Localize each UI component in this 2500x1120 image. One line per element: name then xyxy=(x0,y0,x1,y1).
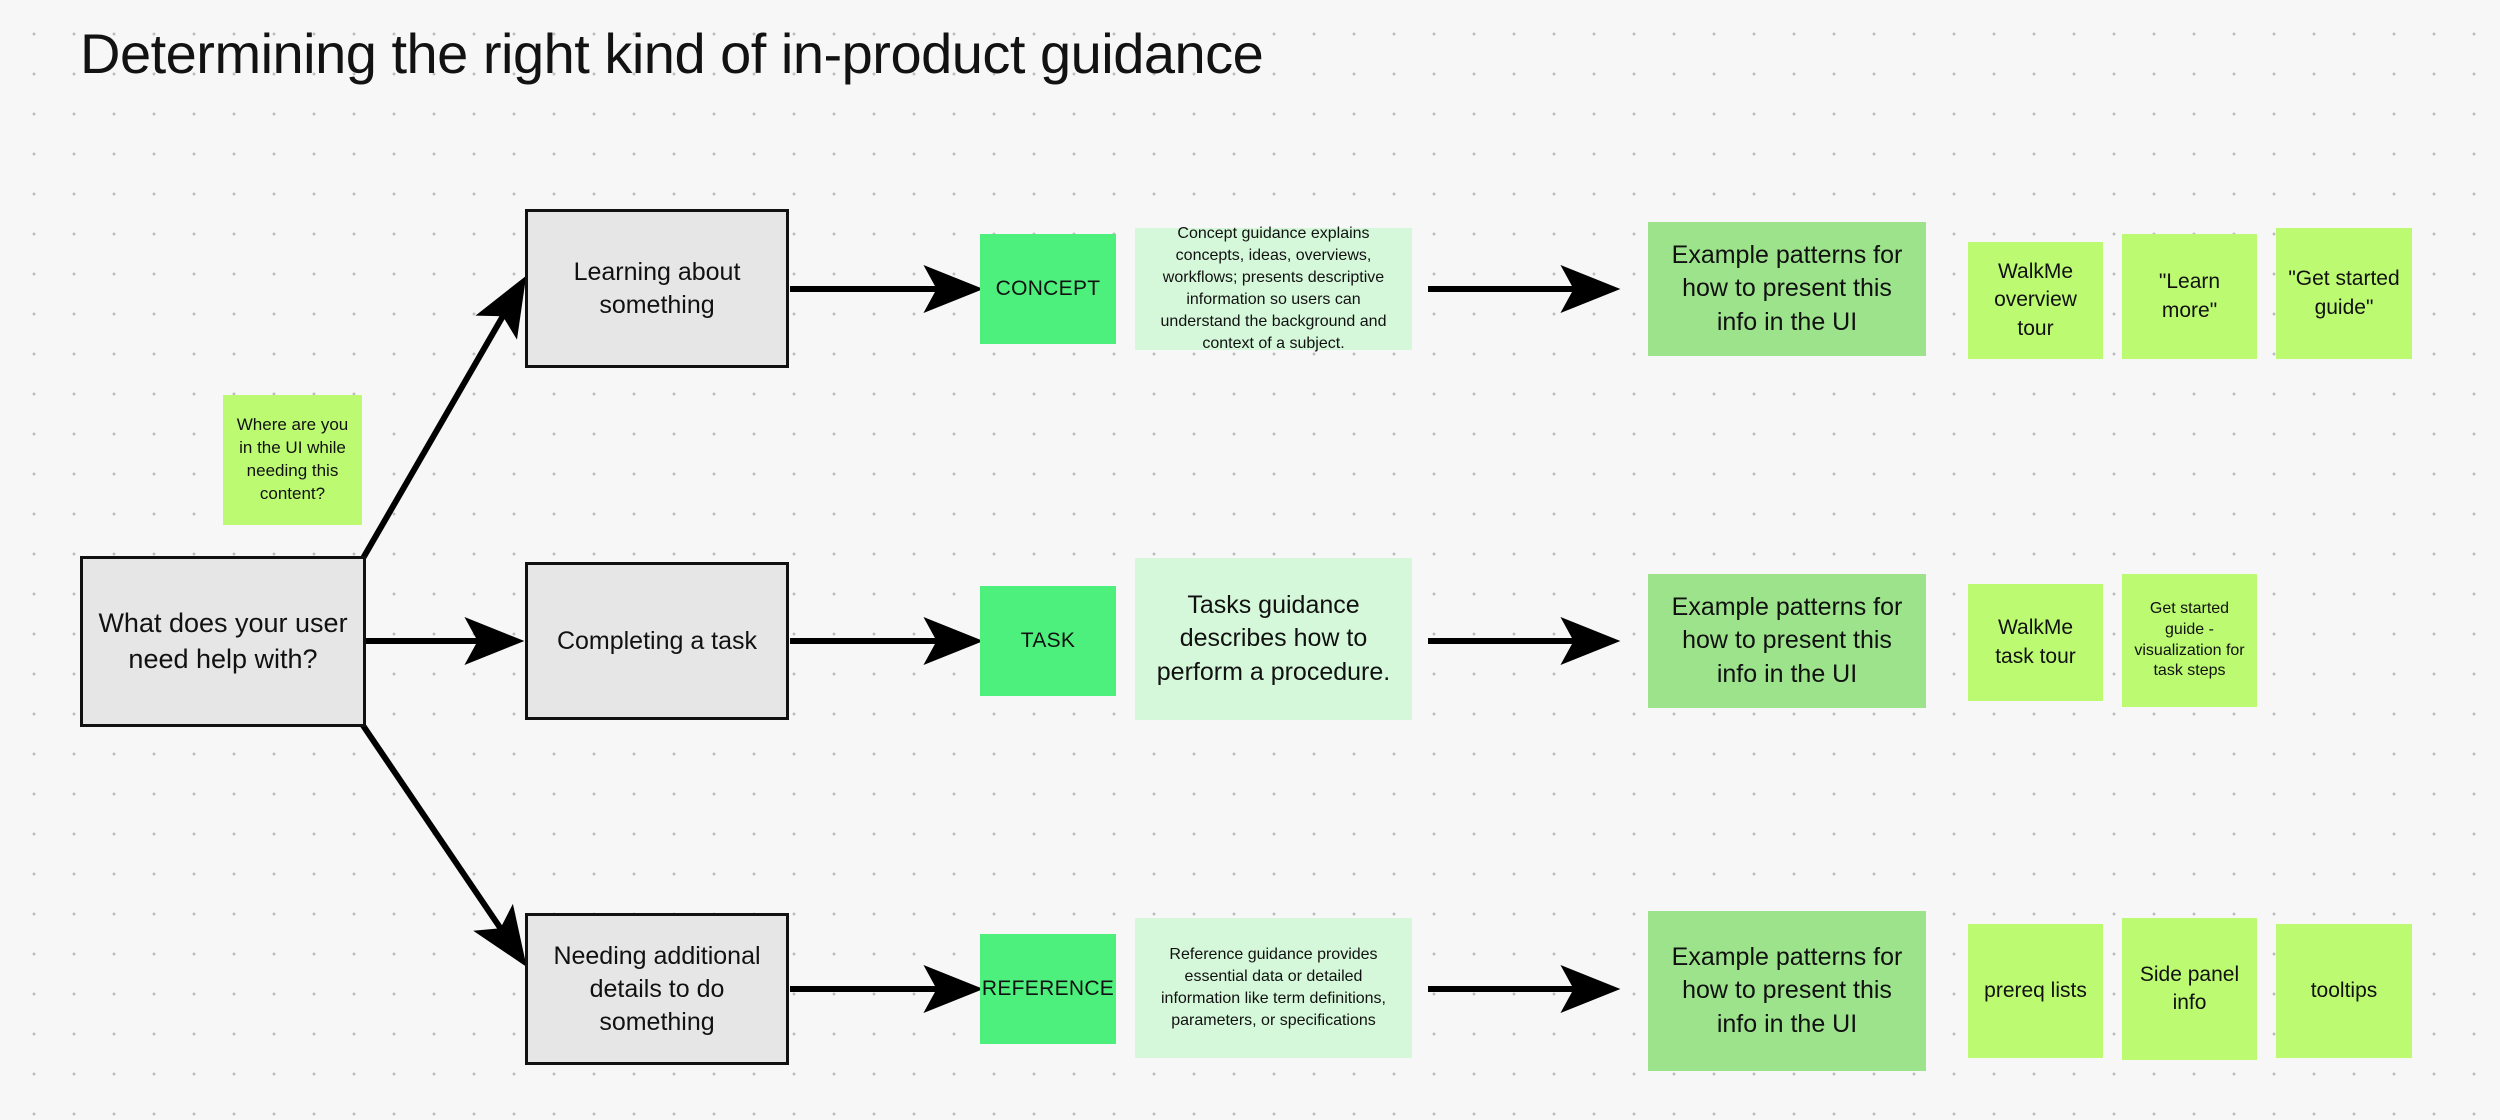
example-card-walkme-overview-tour[interactable]: WalkMe overview tour xyxy=(1968,242,2103,359)
connector-decision-to-reference-need xyxy=(359,722,527,967)
page-title: Determining the right kind of in-product… xyxy=(80,22,1264,85)
type-chip-concept[interactable]: CONCEPT xyxy=(980,234,1116,344)
pattern-box-reference[interactable]: Example patterns for how to present this… xyxy=(1648,911,1926,1071)
pattern-box-task[interactable]: Example patterns for how to present this… xyxy=(1648,574,1926,708)
example-card-side-panel-info[interactable]: Side panel info xyxy=(2122,918,2257,1060)
pattern-box-concept[interactable]: Example patterns for how to present this… xyxy=(1648,222,1926,356)
example-card-tooltips[interactable]: tooltips xyxy=(2276,924,2412,1058)
example-card-prereq-lists[interactable]: prereq lists xyxy=(1968,924,2103,1058)
need-box-concept[interactable]: Learning about something xyxy=(525,209,789,368)
sticky-note-where-in-ui[interactable]: Where are you in the UI while needing th… xyxy=(223,395,362,525)
type-chip-reference[interactable]: REFERENCE xyxy=(980,934,1116,1044)
definition-task: Tasks guidance describes how to perform … xyxy=(1135,558,1412,720)
example-card-walkme-task-tour[interactable]: WalkMe task tour xyxy=(1968,584,2103,701)
example-card-get-started-guide[interactable]: "Get started guide" xyxy=(2276,228,2412,359)
type-chip-task[interactable]: TASK xyxy=(980,586,1116,696)
need-box-task[interactable]: Completing a task xyxy=(525,562,789,720)
example-card-get-started-guide-visualization[interactable]: Get started guide - visualization for ta… xyxy=(2122,574,2257,707)
definition-concept: Concept guidance explains concepts, idea… xyxy=(1135,225,1412,352)
definition-reference: Reference guidance provides essential da… xyxy=(1135,918,1412,1058)
example-card-learn-more[interactable]: "Learn more" xyxy=(2122,234,2257,359)
decision-box-user-need[interactable]: What does your user need help with? xyxy=(80,556,366,727)
need-box-reference[interactable]: Needing additional details to do somethi… xyxy=(525,913,789,1065)
connector-decision-to-concept-need xyxy=(359,275,527,562)
